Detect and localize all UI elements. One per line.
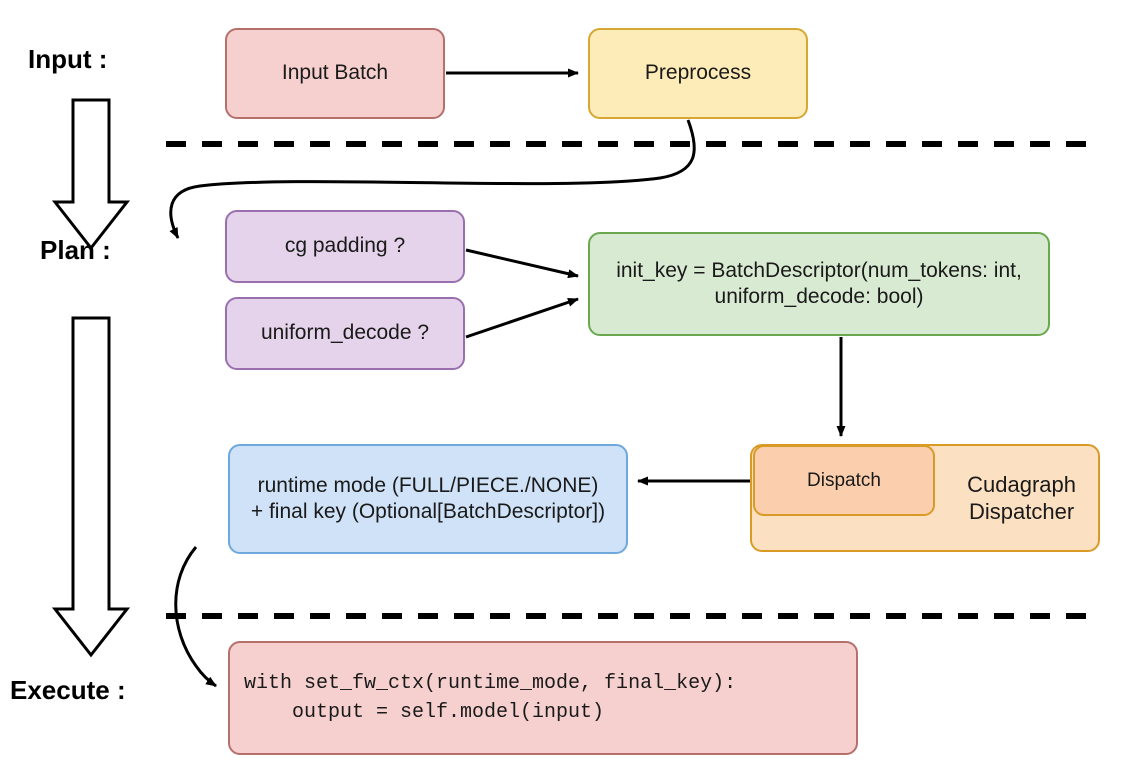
node-runtime-mode[interactable]: runtime mode (FULL/PIECE./NONE) + final …	[228, 444, 628, 554]
node-cg-padding-label: cg padding ?	[284, 234, 406, 258]
node-preprocess[interactable]: Preprocess	[588, 28, 808, 119]
node-cudagraph-dispatcher-line2: Dispatcher	[968, 499, 1075, 524]
node-init-key-line1: init_key = BatchDescriptor(num_tokens: i…	[616, 258, 1022, 282]
node-runtime-mode-line2: + final key (Optional[BatchDescriptor])	[250, 500, 606, 523]
node-preprocess-label: Preprocess	[644, 61, 752, 85]
stage-label-execute: Execute :	[10, 675, 126, 705]
node-uniform-decode[interactable]: uniform_decode ?	[225, 297, 465, 370]
node-init-key-text: init_key = BatchDescriptor(num_tokens: i…	[600, 258, 1038, 311]
node-dispatch[interactable]: Dispatch	[753, 445, 935, 516]
node-cudagraph-dispatcher-text: Cudagraph Dispatcher	[967, 471, 1076, 526]
node-cg-padding[interactable]: cg padding ?	[225, 210, 465, 283]
node-runtime-mode-line1: runtime mode (FULL/PIECE./NONE)	[257, 473, 599, 497]
stage-label-input: Input :	[28, 44, 108, 74]
stage-label-plan: Plan :	[40, 235, 111, 265]
node-init-key-line2: uniform_decode: bool)	[714, 285, 924, 308]
connector-cg-padding-to-init-key	[465, 248, 579, 279]
node-dispatch-label: Dispatch	[807, 469, 881, 491]
node-input-batch-label: Input Batch	[281, 61, 389, 85]
connector-runtime-mode-to-execute-code	[174, 546, 217, 688]
node-cudagraph-dispatcher-line1: Cudagraph	[967, 471, 1076, 497]
node-input-batch[interactable]: Input Batch	[225, 28, 445, 119]
node-execute-code[interactable]: with set_fw_ctx(runtime_mode, final_key)…	[228, 641, 858, 755]
input-to-plan-arrow	[51, 98, 131, 251]
node-execute-code-text: with set_fw_ctx(runtime_mode, final_key)…	[244, 672, 737, 724]
node-uniform-decode-label: uniform_decode ?	[260, 321, 430, 345]
node-init-key[interactable]: init_key = BatchDescriptor(num_tokens: i…	[588, 232, 1050, 336]
node-runtime-mode-text: runtime mode (FULL/PIECE./NONE) + final …	[240, 473, 616, 526]
plan-to-execute-arrow	[51, 316, 131, 658]
connector-uniform-decode-to-init-key	[465, 297, 579, 339]
